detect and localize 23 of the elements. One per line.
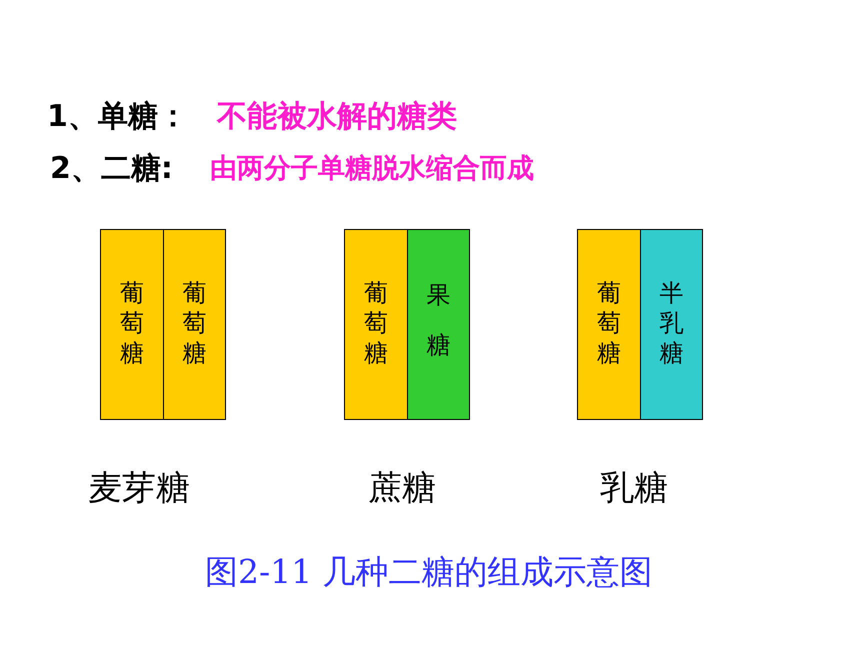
- sugar-box: [407, 230, 469, 419]
- sugar-box: [640, 230, 702, 419]
- sugar-box: [345, 230, 407, 419]
- sugar-box: [578, 230, 640, 419]
- sugar-box: [101, 230, 163, 419]
- heading-text: 2、二糖:: [50, 150, 173, 188]
- heading-text: 1、单糖：: [47, 98, 188, 136]
- sugar-name: 麦芽糖: [88, 467, 190, 510]
- caption: 图2-11 几种二糖的组成示意图: [205, 551, 653, 593]
- sugar-text: 半乳糖: [658, 278, 684, 368]
- sugar-text: 葡萄糖: [182, 278, 208, 368]
- pair-box: [577, 229, 703, 420]
- sugar-box: [163, 230, 225, 419]
- pair-box: [344, 229, 470, 420]
- sugar-text: 葡萄糖: [119, 278, 145, 368]
- sugar-text: 果糖: [426, 280, 452, 361]
- sugar-name: 乳糖: [600, 467, 668, 510]
- heading-text: 由两分子单糖脱水缩合而成: [210, 152, 534, 186]
- pair-box: [100, 229, 226, 420]
- sugar-text: 葡萄糖: [596, 278, 622, 368]
- sugar-text: 葡萄糖: [363, 278, 389, 368]
- sugar-name: 蔗糖: [368, 467, 436, 510]
- heading-text: 不能被水解的糖类: [217, 98, 457, 136]
